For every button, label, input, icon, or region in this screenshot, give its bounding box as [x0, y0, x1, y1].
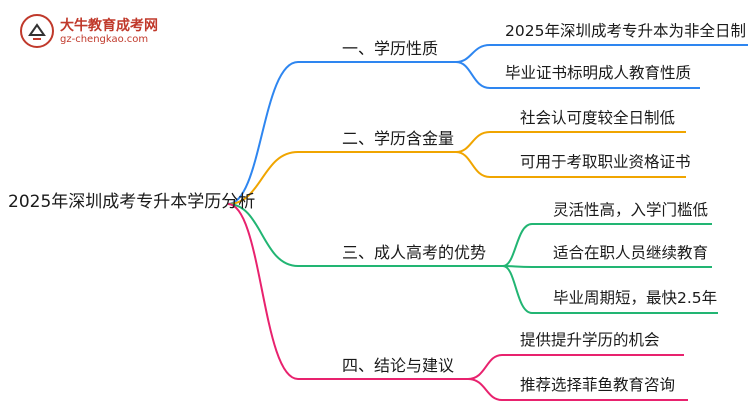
- leaf-connector-1-1: [455, 44, 748, 63]
- brand-logo-icon: [20, 14, 54, 48]
- leaf-label-1-1: 2025年深圳成考专升本为非全日制: [505, 22, 746, 40]
- branch-label-1: 一、学历性质: [342, 39, 439, 58]
- leaf-connector-3-2: [502, 265, 712, 268]
- leaf-label-2-1: 社会认可度较全日制低: [520, 109, 676, 127]
- leaf-connector-3-1: [502, 223, 712, 267]
- brand-url: gz-chengkao.com: [60, 34, 149, 45]
- branch-label-2: 二、学历含金量: [342, 129, 455, 148]
- leaf-label-3-3: 毕业周期短，最快2.5年: [553, 289, 718, 307]
- leaf-label-2-2: 可用于考取职业资格证书: [520, 153, 691, 171]
- branch-connector-1: [227, 61, 456, 205]
- leaf-label-4-1: 提供提升学历的机会: [520, 331, 660, 349]
- branch-connector-2: [227, 151, 456, 205]
- branch-connector-4: [227, 203, 468, 380]
- leaf-connector-3-3: [502, 265, 718, 314]
- branch-label-4: 四、结论与建议: [342, 356, 455, 375]
- leaf-connector-4-2: [467, 378, 688, 401]
- branch-label-3: 三、成人高考的优势: [342, 243, 487, 262]
- leaf-connector-2-1: [455, 131, 686, 153]
- leaf-label-4-2: 推荐选择菲鱼教育咨询: [520, 376, 676, 394]
- branch-connector-3: [227, 203, 503, 267]
- root-node: 2025年深圳成考专升本学历分析: [8, 192, 256, 212]
- leaf-label-3-2: 适合在职人员继续教育: [553, 244, 709, 262]
- leaf-connector-2-2: [455, 151, 686, 178]
- leaf-connector-1-2: [455, 61, 700, 89]
- brand-name: 大牛教育成考网: [60, 18, 158, 34]
- leaf-label-3-1: 灵活性高，入学门槛低: [553, 201, 709, 219]
- leaf-label-1-2: 毕业证书标明成人教育性质: [505, 64, 692, 82]
- leaf-connector-4-1: [467, 354, 684, 380]
